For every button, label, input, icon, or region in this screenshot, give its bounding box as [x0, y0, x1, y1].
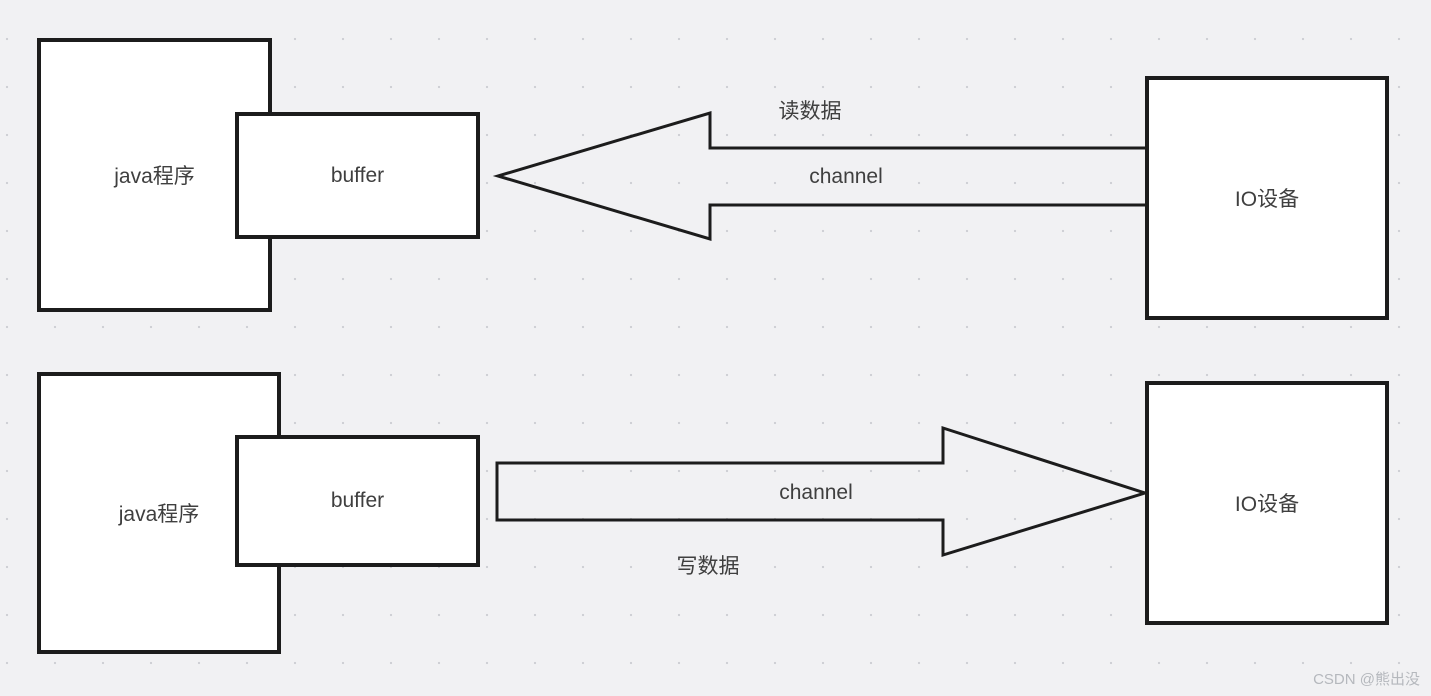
read-io-device-label: IO设备: [1234, 188, 1300, 211]
write-data-arrow: [495, 425, 1151, 558]
read-data-arrow: [492, 110, 1147, 242]
write-io-device-box: IO设备: [1145, 381, 1389, 625]
read-java-program-label: java程序: [114, 165, 195, 188]
write-buffer-label: buffer: [330, 489, 385, 512]
write-java-program-label: java程序: [118, 503, 200, 526]
csdn-watermark: CSDN @熊出没: [1313, 671, 1420, 688]
write-channel-label: channel: [779, 481, 853, 504]
write-io-device-label: IO设备: [1234, 493, 1300, 516]
read-buffer-label: buffer: [330, 163, 385, 187]
write-java-program-box: java程序: [37, 372, 281, 654]
read-io-device-box: IO设备: [1145, 76, 1389, 320]
read-data-label: 读数据: [778, 100, 842, 123]
read-channel-label: channel: [809, 165, 883, 188]
read-buffer-box: buffer: [235, 112, 480, 239]
write-buffer-box: buffer: [235, 435, 480, 567]
write-data-label: 写数据: [676, 555, 740, 578]
